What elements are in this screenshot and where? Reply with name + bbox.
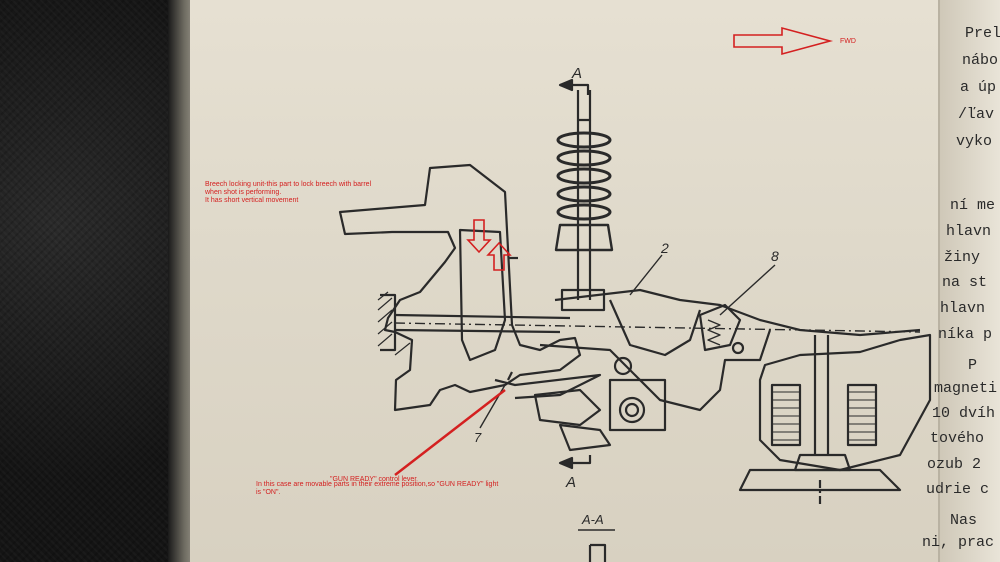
note-line-1: In this case are movable parts in their … [256, 481, 499, 488]
side-text-6: hlavn [946, 223, 992, 240]
fwd-label: FWD [840, 38, 856, 45]
breech-line-1: Breech locking unit-this part to lock br… [205, 181, 372, 188]
spring-8 [698, 303, 742, 352]
side-text-11: P [968, 357, 978, 374]
fwd-arrow [733, 26, 834, 56]
part-label-7: 7 [474, 430, 482, 445]
page-fold [938, 0, 940, 562]
side-text-3: /ľav [958, 106, 995, 123]
lever-label: "GUN READY" control lever [330, 476, 417, 483]
note-line-2: is "ON". [256, 489, 281, 496]
central-housing [554, 288, 921, 357]
side-text-0: Prel [965, 25, 1000, 42]
note-annotation: In this case are movable parts in their … [256, 481, 536, 497]
up-arrow [486, 241, 512, 271]
main-shaft [394, 313, 571, 334]
breech-line-2: when shot is performing. [205, 189, 282, 196]
side-text-5: ní me [950, 197, 996, 214]
spring-coils [556, 131, 612, 221]
part-label-2: 2 [660, 240, 669, 256]
side-text-12: magneti [934, 380, 998, 397]
side-text-4: vyko [956, 133, 993, 150]
gun-ready-lever [494, 373, 602, 400]
side-text-15: ozub 2 [927, 456, 982, 473]
section-label-bottom: A [565, 474, 576, 491]
side-text-10: níka p [938, 326, 993, 343]
side-text-7: žiny [944, 249, 981, 266]
side-text-14: tového [930, 430, 985, 447]
side-text-2: a úp [960, 79, 997, 96]
adjacent-page [940, 0, 1000, 562]
side-text-8: na st [942, 274, 988, 291]
side-text-13: 10 dvíh [932, 405, 996, 422]
section-label-top: A [571, 65, 582, 82]
lever-pointer [394, 389, 506, 476]
side-text-1: nábo [962, 52, 999, 69]
side-text-16: udrie c [926, 481, 990, 498]
side-text-18: ni, prac [922, 534, 995, 551]
side-text-17: Nas [950, 512, 978, 529]
fabric-background [0, 0, 200, 562]
section-title: A-A [581, 512, 604, 527]
solenoid-housing [758, 333, 932, 472]
side-text-9: hlavn [940, 300, 986, 317]
breech-annotation: Breech locking unit-this part to lock br… [205, 181, 405, 205]
part-label-8: 8 [771, 248, 779, 264]
breech-line-3: It has short vertical movement [205, 197, 299, 204]
document-page [190, 0, 1000, 562]
breech-unit-outline [338, 163, 582, 412]
down-arrow [466, 219, 492, 254]
